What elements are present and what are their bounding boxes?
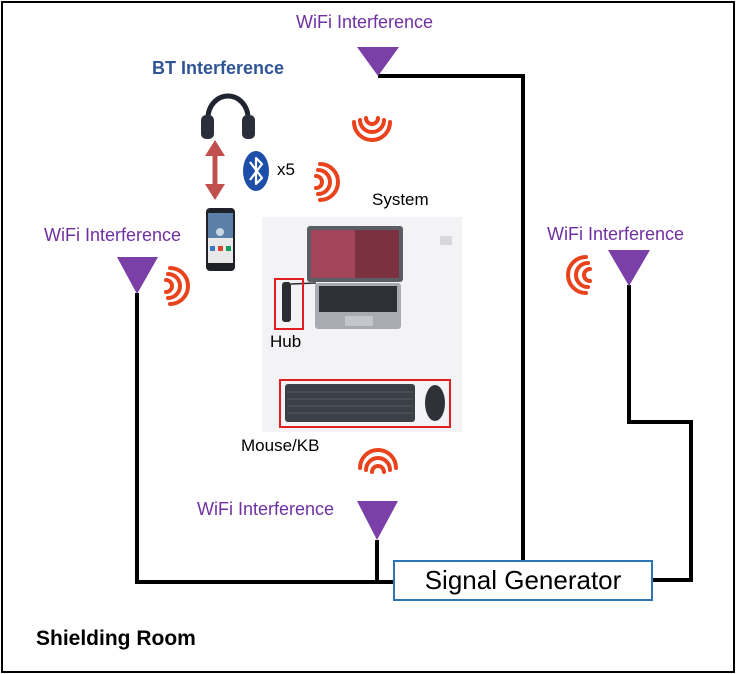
antenna-wiring — [135, 74, 693, 584]
antenna-top-icon — [357, 47, 399, 76]
laptop-icon — [307, 226, 403, 329]
signal-generator-label: Signal Generator — [424, 565, 622, 595]
antenna-bottom-icon — [357, 501, 398, 540]
wire-left-antenna — [135, 293, 393, 584]
signal-generator-box: Signal Generator — [393, 560, 653, 601]
signal-waves-bottom-icon — [358, 448, 398, 474]
wifi-interference-right-label: WiFi Interference — [547, 224, 685, 244]
hub-label: Hub — [270, 332, 302, 351]
signal-waves-right-icon — [566, 255, 592, 295]
wifi-interference-top-label: WiFi Interference — [296, 12, 434, 32]
keyboard-icon — [285, 384, 415, 422]
mouse-icon — [425, 385, 445, 421]
bt-interference-label: BT Interference — [152, 58, 285, 78]
usb-hub-icon — [282, 282, 291, 322]
antenna-right-icon — [608, 250, 650, 286]
wire-top-antenna — [378, 74, 525, 560]
system-label: System — [372, 190, 429, 209]
signal-waves-bt-icon — [314, 162, 340, 202]
bt-link-arrow-icon — [205, 140, 225, 200]
mouse-kb-label: Mouse/KB — [241, 436, 320, 455]
system-photo — [262, 217, 462, 432]
wifi-interference-left-label: WiFi Interference — [44, 225, 182, 245]
headphones-icon — [201, 93, 255, 139]
bt-multiplier-label: x5 — [277, 160, 295, 179]
antenna-left-icon — [117, 257, 158, 294]
signal-waves-top-icon — [352, 116, 392, 142]
signal-waves-left-icon — [164, 266, 190, 306]
hub-highlight-box — [274, 278, 304, 330]
bluetooth-icon — [243, 151, 269, 191]
wire-right-antenna — [627, 285, 693, 582]
mouse-kb-highlight-box — [279, 379, 451, 428]
smartphone-icon — [206, 208, 235, 271]
wifi-interference-bottom-label: WiFi Interference — [197, 499, 335, 519]
shielding-room-label: Shielding Room — [36, 627, 196, 650]
